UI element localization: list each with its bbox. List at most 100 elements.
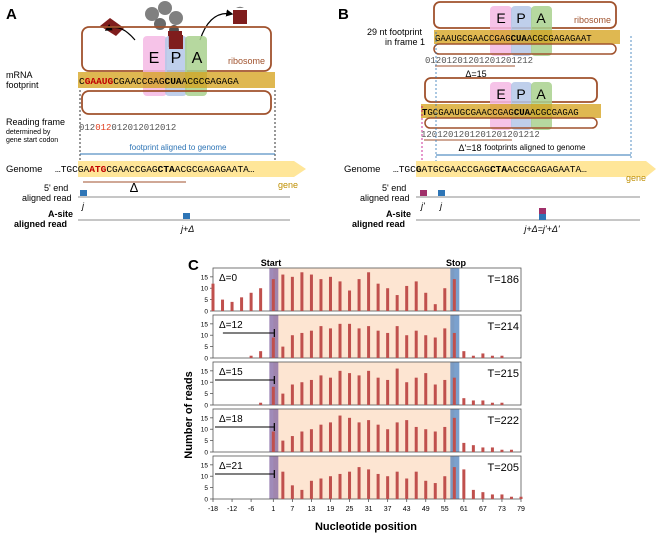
y-tick-label: 15 <box>201 415 209 422</box>
orf-band <box>273 409 455 452</box>
bar <box>509 496 513 499</box>
bar <box>309 429 313 452</box>
bar <box>300 489 304 499</box>
orf-band <box>273 362 455 405</box>
bar <box>290 485 294 499</box>
panel-frame <box>212 408 522 453</box>
bar <box>395 295 399 311</box>
x-tick-label: -12 <box>227 506 237 513</box>
b-delta2-label: Δ'=18 <box>459 143 482 153</box>
bar <box>405 335 409 358</box>
bar <box>452 467 456 499</box>
b-frame2: 1201201201201201201212 <box>421 130 540 140</box>
x-tick-label: -18 <box>208 506 218 513</box>
bar <box>414 377 418 405</box>
x-tick-label: 61 <box>460 506 468 513</box>
bar <box>376 473 380 499</box>
bar <box>300 431 304 452</box>
bar <box>357 467 361 499</box>
bar <box>433 337 437 358</box>
bar <box>367 469 371 499</box>
bar <box>490 494 494 499</box>
bar <box>433 483 437 499</box>
bar <box>249 355 253 358</box>
bar <box>376 330 380 358</box>
bar <box>290 436 294 452</box>
bar <box>462 351 466 358</box>
bar <box>281 440 285 452</box>
bar <box>471 445 475 452</box>
bar <box>500 355 504 358</box>
x-tick-label: 67 <box>479 506 487 513</box>
bar <box>338 323 342 358</box>
x-tick-label: 37 <box>384 506 392 513</box>
asite-label: A-site <box>48 209 73 219</box>
bar <box>259 351 263 358</box>
b-gene-label: gene <box>626 173 646 183</box>
bar <box>328 476 332 499</box>
nt29-label: 29 nt footprint <box>367 27 423 37</box>
bar <box>452 417 456 452</box>
bar <box>405 478 409 499</box>
bar <box>443 426 447 452</box>
delta-label: Δ <box>130 180 139 195</box>
bar <box>309 480 313 499</box>
five-end-sublabel: aligned read <box>22 193 72 203</box>
b-genome-label: Genome <box>344 164 380 175</box>
bar <box>443 328 447 358</box>
delta-label: Δ=0 <box>219 273 238 284</box>
panel-c: C Start Stop Number of reads Nucleotide … <box>183 257 525 533</box>
bar <box>490 447 494 452</box>
asite-sublabel: aligned read <box>14 219 67 229</box>
bar <box>367 272 371 311</box>
y-tick-label: 10 <box>201 474 209 481</box>
start-label: Start <box>261 258 282 268</box>
bar <box>319 424 323 452</box>
bar <box>259 288 263 311</box>
bar <box>338 370 342 405</box>
bar <box>281 346 285 358</box>
bar <box>290 335 294 358</box>
x-tick-label: 19 <box>327 506 335 513</box>
y-tick-label: 10 <box>201 380 209 387</box>
bar <box>348 323 352 358</box>
bar <box>424 335 428 358</box>
bar <box>328 276 332 311</box>
x-tick-label: 7 <box>290 506 294 513</box>
y-tick-label: 0 <box>204 497 208 504</box>
b-delta1-label: Δ=15 <box>465 69 486 79</box>
x-tick-label: 43 <box>403 506 411 513</box>
delta-label: Δ=15 <box>219 367 243 378</box>
bar <box>424 373 428 405</box>
panel-a-letter: A <box>6 6 17 23</box>
delta-label: Δ=18 <box>219 414 243 425</box>
bar <box>309 274 313 311</box>
bar <box>405 285 409 311</box>
bar <box>500 449 504 452</box>
reading-frame-digits: 012012012012012012 <box>79 123 176 133</box>
orf-band <box>273 315 455 358</box>
total-label: T=215 <box>488 368 520 380</box>
bar <box>424 292 428 311</box>
panel-frame <box>212 314 522 359</box>
y-tick-label: 15 <box>201 368 209 375</box>
b-five-end-label: 5' end <box>382 183 406 193</box>
bar <box>319 279 323 311</box>
b-aligned-label: footprints aligned to genome <box>485 143 587 152</box>
bar <box>348 417 352 452</box>
j-plus-delta-label: j+Δ <box>180 224 194 234</box>
bar <box>271 386 275 405</box>
bar <box>259 402 263 405</box>
bar <box>395 368 399 405</box>
b-jprime-label: j' <box>420 201 425 211</box>
bar <box>481 353 485 358</box>
bar <box>376 377 380 405</box>
y-axis-label: Number of reads <box>183 371 195 458</box>
y-tick-label: 0 <box>204 356 208 363</box>
bar <box>300 382 304 405</box>
delta-label: Δ=12 <box>219 320 243 331</box>
bar <box>452 279 456 311</box>
bar <box>348 290 352 311</box>
b-jd-label: j+Δ=j'+Δ' <box>523 224 560 234</box>
y-tick-label: 5 <box>204 391 208 398</box>
